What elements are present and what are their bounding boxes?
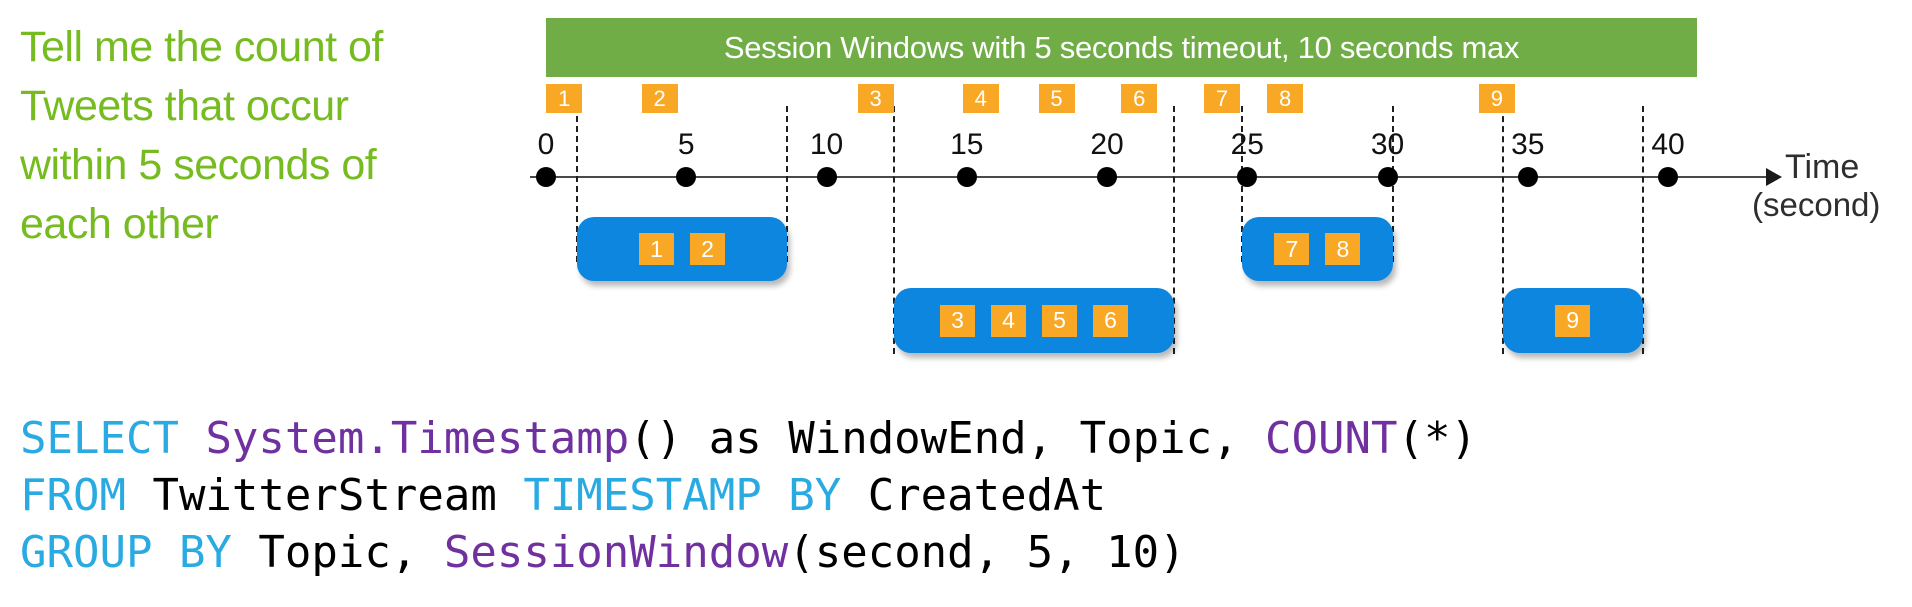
- sql-code-line: GROUP BY Topic, SessionWindow(second, 5,…: [20, 524, 1477, 581]
- sql-plain-token: (second, 5, 10): [788, 527, 1186, 578]
- event-marker: 9: [1478, 84, 1515, 113]
- window-boundary-dashed-line: [786, 106, 789, 262]
- window-boundary-dashed-line: [1173, 106, 1176, 354]
- window-boundary-dashed-line: [1501, 106, 1504, 354]
- axis-tick-dot: [1377, 167, 1398, 187]
- sql-keyword-token: TIMESTAMP BY: [523, 470, 868, 521]
- axis-tick-dot: [1237, 167, 1258, 187]
- axis-tick-label: 20: [1090, 128, 1124, 161]
- windowed-event-chip: 5: [1042, 304, 1078, 337]
- event-marker: 6: [1121, 84, 1158, 113]
- headline: Tell me the count of Tweets that occur w…: [20, 18, 383, 254]
- event-marker: 1: [546, 84, 583, 113]
- headline-line: each other: [20, 200, 219, 248]
- sql-function-token: System.Timestamp: [205, 413, 630, 464]
- event-marker: 3: [857, 84, 894, 113]
- event-marker: 8: [1267, 84, 1304, 113]
- sql-plain-token: Topic,: [258, 527, 444, 578]
- session-window-banner: Session Windows with 5 seconds timeout, …: [546, 18, 1697, 77]
- axis-tick-label: 25: [1230, 128, 1264, 161]
- windowed-event-chip: 2: [690, 233, 726, 265]
- banner-label: Session Windows with 5 seconds timeout, …: [723, 29, 1520, 65]
- sql-plain-token: TwitterStream: [152, 470, 524, 521]
- time-axis-arrowhead-icon: [1766, 168, 1782, 186]
- axis-tick-label: 15: [950, 128, 984, 161]
- sql-query-code: SELECT System.Timestamp() as WindowEnd, …: [20, 410, 1477, 581]
- axis-tick-label: 40: [1651, 128, 1685, 161]
- axis-tick-dot: [816, 167, 837, 187]
- axis-tick-label: 10: [809, 128, 844, 161]
- sql-function-token: SessionWindow: [443, 527, 789, 578]
- time-axis-unit-label: (second): [1752, 186, 1881, 223]
- time-axis-caption: Time (second): [1752, 148, 1881, 224]
- headline-line: Tell me the count of: [20, 23, 383, 71]
- window-boundary-dashed-line: [1641, 106, 1644, 354]
- windowed-event-chip: 6: [1093, 304, 1129, 337]
- axis-tick-label: 0: [537, 128, 555, 161]
- window-boundary-dashed-line: [575, 106, 578, 262]
- event-marker: 2: [641, 84, 678, 113]
- axis-tick-dot: [676, 167, 697, 187]
- sql-code-line: SELECT System.Timestamp() as WindowEnd, …: [20, 410, 1477, 467]
- time-axis-line: [530, 176, 1770, 178]
- axis-tick-dot: [1097, 167, 1117, 187]
- axis-tick-label: 30: [1370, 128, 1405, 161]
- windowed-event-chip: 3: [940, 304, 976, 337]
- sql-keyword-token: SELECT: [20, 413, 206, 464]
- windowed-event-chip: 8: [1325, 233, 1361, 265]
- event-marker: 7: [1204, 84, 1240, 113]
- event-marker: 5: [1038, 84, 1075, 113]
- sql-function-token: COUNT: [1265, 413, 1398, 464]
- windowed-event-chip: 1: [639, 233, 675, 265]
- axis-tick-dot: [536, 167, 556, 187]
- event-marker: 4: [962, 84, 999, 113]
- axis-tick-label: 35: [1511, 128, 1545, 161]
- axis-tick-dot: [1517, 167, 1538, 187]
- sql-code-line: FROM TwitterStream TIMESTAMP BY CreatedA…: [20, 467, 1477, 524]
- sql-plain-token: CreatedAt: [867, 470, 1107, 521]
- session-window: 9: [1502, 288, 1643, 353]
- headline-line: within 5 seconds of: [20, 141, 377, 189]
- axis-tick-label: 5: [677, 128, 695, 161]
- time-axis-label: Time: [1785, 148, 1860, 186]
- window-boundary-dashed-line: [892, 106, 895, 354]
- axis-tick-dot: [1658, 167, 1678, 187]
- windowed-event-chip: 7: [1274, 233, 1310, 265]
- windowed-event-chip: 9: [1555, 304, 1591, 337]
- sql-keyword-token: FROM: [20, 470, 153, 521]
- sql-plain-token: () as WindowEnd, Topic,: [629, 413, 1266, 464]
- sql-plain-token: (*): [1397, 413, 1477, 464]
- axis-tick-dot: [956, 167, 977, 187]
- sql-keyword-token: GROUP BY: [20, 527, 259, 578]
- windowed-event-chip: 4: [991, 304, 1027, 337]
- headline-line: Tweets that occur: [20, 82, 349, 130]
